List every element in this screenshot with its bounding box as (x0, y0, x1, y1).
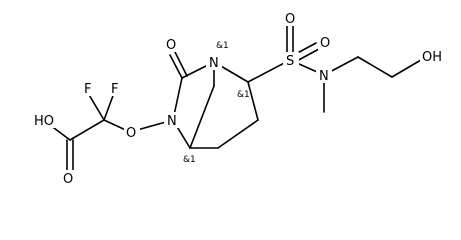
atom-ring-nitrogen-top: N (209, 56, 219, 71)
atom-ether-oxygen: O (126, 126, 136, 141)
bond-lactam-co-b (174, 51, 188, 77)
stereo-label-c-sulfonyl: &1 (237, 90, 250, 100)
atom-fluorine-right: F (111, 82, 118, 97)
bond-csulfonyl-ch2 (247, 81, 259, 121)
bond-cf2-cooh (69, 119, 105, 141)
stereo-label-c-bridgehead: &1 (183, 155, 196, 165)
bond-lactam-co-a (169, 54, 183, 79)
molecule-structure-diagram: HO O F F O N N O S O O N OH &1 &1 &1 (34, 12, 443, 187)
bond-ch2-ch2 (217, 119, 259, 149)
stereo-label-n-top: &1 (216, 41, 229, 51)
atom-sulfonyl-oxygen-top: O (285, 12, 295, 27)
atom-terminal-hydroxyl: OH (422, 50, 442, 65)
bond-cf2-f-right (103, 92, 115, 121)
atom-sulfonyl-oxygen-right: O (320, 36, 330, 51)
bond-cf2-f-left (87, 92, 105, 121)
atom-sulfonamide-nitrogen: N (319, 69, 329, 84)
atom-sulfur: S (286, 54, 294, 69)
atom-ring-nitrogen-left: N (167, 114, 177, 129)
bond-ch2-ch2-chain (357, 56, 393, 78)
atom-fluorine-left: F (84, 82, 91, 97)
atom-lactam-oxygen: O (166, 38, 176, 53)
bond-bridge-bridgehead (189, 85, 215, 149)
atom-acid-hydroxyl: HO (34, 114, 54, 129)
atom-acid-carbonyl-oxygen: O (63, 172, 73, 187)
molecule-svg: HO O F F O N N O S O O N OH &1 &1 &1 (34, 12, 443, 187)
